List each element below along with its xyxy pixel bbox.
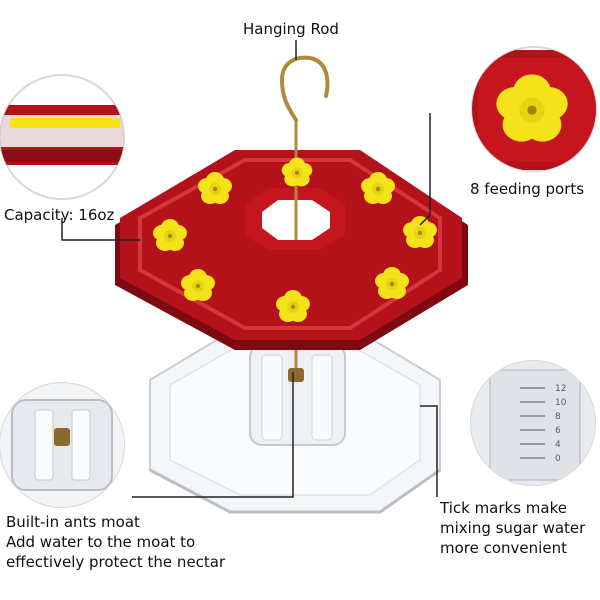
ant-moat-label-line: effectively protect the nectar (6, 553, 226, 571)
tick-number: 8 (555, 412, 561, 422)
tick-marks-label-line: mixing sugar water (440, 519, 586, 537)
detail-circle-moat (0, 382, 125, 508)
nectar-reservoir (249, 344, 346, 446)
tick-marks-label-line: more convenient (440, 539, 567, 557)
detail-circle-ports (471, 46, 597, 172)
tick-number: 6 (555, 426, 561, 436)
hook-icon (279, 55, 330, 122)
ant-moat-label: Built-in ants moat Add water to the moat… (6, 512, 225, 572)
ant-moat-label-line: Add water to the moat to (6, 533, 196, 551)
detail-circle-ticks: 12 10 8 6 4 0 (470, 360, 596, 486)
tick-number: 10 (555, 398, 567, 408)
detail-circle-capacity (0, 74, 125, 200)
ant-moat-label-line: Built-in ants moat (6, 513, 140, 531)
tick-marks-label-line: Tick marks make (440, 499, 567, 517)
tick-number: 4 (555, 440, 561, 450)
leader-lines (61, 40, 438, 498)
tick-marks-label: Tick marks make mixing sugar water more … (440, 498, 585, 558)
tick-number: 0 (555, 454, 561, 464)
capacity-label: Capacity: 16oz (4, 206, 115, 224)
hanging-rod-label: Hanging Rod (243, 20, 339, 38)
tick-number: 12 (555, 384, 566, 394)
feeding-ports-label: 8 feeding ports (470, 180, 585, 198)
